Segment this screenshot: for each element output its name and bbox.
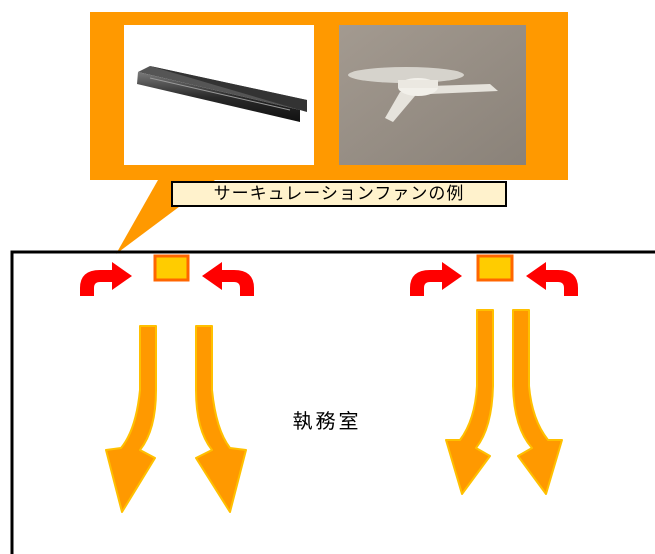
red-arrow-left-b [202, 262, 254, 296]
red-arrow-right-b [526, 262, 578, 296]
down-arrow-2 [195, 325, 247, 513]
fan-right [476, 254, 514, 282]
red-arrow-left-a [80, 262, 132, 296]
room-label: 執務室 [292, 409, 362, 433]
room-outline [10, 250, 655, 554]
ceiling-fan-icon [348, 67, 498, 122]
airflow-arrows [105, 309, 563, 513]
intake-arrows [80, 262, 578, 296]
down-arrow-3 [445, 309, 494, 495]
photo-duct-fan [124, 25, 314, 165]
red-arrow-right-a [410, 262, 462, 296]
down-arrow-4 [512, 309, 563, 495]
photo-ceiling-fan [339, 25, 526, 165]
fan-left [153, 254, 190, 282]
down-arrow-1 [105, 325, 157, 513]
duct-fan-icon [137, 66, 307, 122]
caption-label: サーキュレーションファンの例 [171, 181, 507, 207]
